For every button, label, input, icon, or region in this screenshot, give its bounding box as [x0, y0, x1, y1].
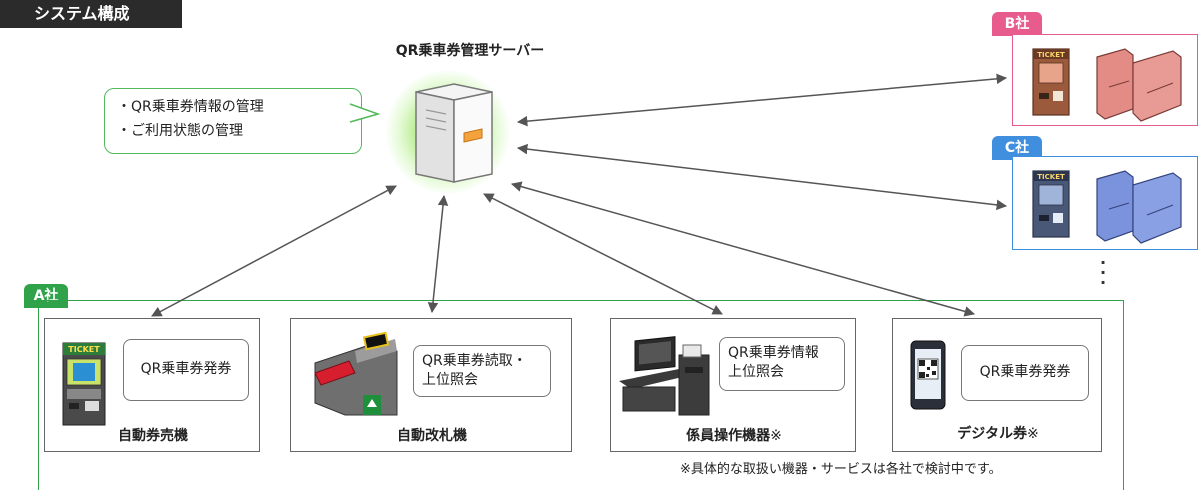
device-4-name-note: ※ [1027, 426, 1039, 442]
device-2-name: 自動改札機 [397, 428, 467, 444]
arrow-server-staff-equipment [483, 193, 723, 315]
company-c-equipment-icon: TICKET [1032, 170, 1182, 244]
callout-tail [347, 103, 381, 123]
company-c-box: TICKET [1012, 156, 1198, 250]
device-1-label-line-1: QR乗車券発券 [140, 361, 232, 377]
device-4-label: QR乗車券発券 [961, 345, 1089, 401]
more-companies-ellipsis: ··· [1100, 253, 1107, 292]
device-3-name: 係員操作機器※ [611, 425, 857, 445]
device-ticket-vending-machine: TICKET QR乗車券発券 自動券売機 [44, 318, 260, 452]
device-1-name: 自動券売機 [118, 428, 188, 444]
device-staff-operation-equipment: QR乗車券情報 上位照会 係員操作機器※ [610, 318, 856, 452]
arrow-server-company-c [516, 143, 1008, 211]
callout-line-2: ・ご利用状態の管理 [117, 123, 243, 139]
device-3-label-line-2: 上位照会 [728, 364, 784, 380]
ticket-gate-icon [314, 331, 398, 416]
device-3-name-text: 係員操作機器 [686, 428, 771, 444]
company-b-box: TICKET [1012, 34, 1198, 126]
device-3-label-line-1: QR乗車券情報 [728, 345, 819, 361]
smartphone-qr-icon [910, 340, 946, 410]
device-3-name-note: ※ [770, 428, 782, 444]
connection-arrows [151, 73, 1008, 317]
device-3-label: QR乗車券情報 上位照会 [719, 337, 845, 391]
arrow-server-company-b [516, 73, 1008, 127]
arrow-server-ticket-machine [151, 185, 397, 317]
staff-terminal-icon [619, 336, 710, 416]
device-2-label: QR乗車券読取・ 上位照会 [413, 345, 551, 397]
device-4-label-line-1: QR乗車券発券 [979, 364, 1071, 380]
arrow-server-digital-ticket [510, 181, 976, 317]
ticket-machine-icon: TICKET [62, 342, 106, 426]
ticket-sign-a: TICKET [68, 345, 100, 354]
device-4-name-text: デジタル券 [957, 426, 1027, 442]
server-icon [415, 83, 493, 183]
company-b-tag: B社 [992, 12, 1042, 36]
callout-line-1: ・QR乗車券情報の管理 [117, 99, 264, 115]
arrow-server-ticket-gate [427, 194, 449, 314]
section-title: システム構成 [0, 0, 182, 28]
device-2-label-line-2: 上位照会 [422, 372, 478, 388]
device-4-name: デジタル券※ [893, 423, 1103, 443]
server-title: QR乗車券管理サーバー [395, 43, 545, 59]
footnote: ※具体的な取扱い機器・サービスは各社で検討中です。 [680, 462, 1002, 477]
device-digital-ticket: QR乗車券発券 デジタル券※ [892, 318, 1102, 452]
device-2-label-line-1: QR乗車券読取・ [422, 353, 527, 369]
ticket-sign-b: TICKET [1037, 51, 1065, 59]
company-b-equipment-icon: TICKET [1032, 48, 1182, 122]
ticket-sign-c: TICKET [1037, 173, 1065, 181]
device-automatic-ticket-gate: QR乗車券読取・ 上位照会 自動改札機 [290, 318, 572, 452]
device-1-label: QR乗車券発券 [123, 339, 249, 401]
server-callout: ・QR乗車券情報の管理 ・ご利用状態の管理 [104, 88, 362, 154]
